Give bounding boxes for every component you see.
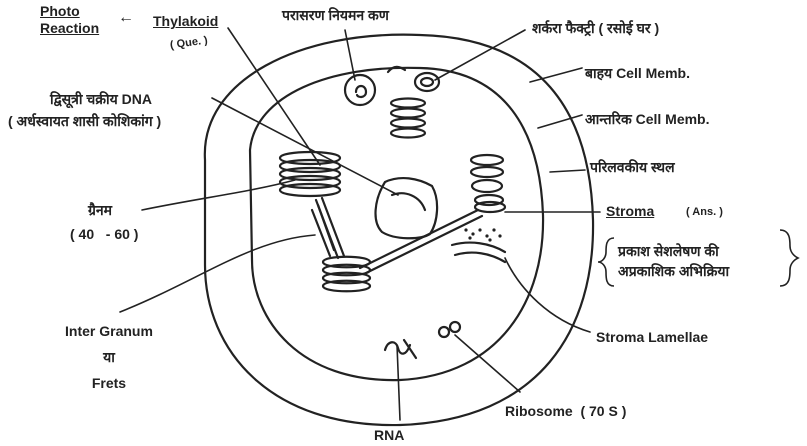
sugar-factory-label: शर्करा फैक्ट्री ( रसोई घर ) (532, 21, 659, 35)
leader-intergranum (120, 235, 315, 312)
stroma-lamellae-label: Stroma Lamellae (596, 330, 708, 344)
outer-membrane-label: बाहय Cell Memb. (585, 66, 690, 80)
inner-membrane (250, 68, 543, 380)
granum-right (471, 155, 505, 212)
semi-autonomous-label: ( अर्धस्वायत शासी कोशिकांग ) (8, 114, 161, 128)
stroma-lamella (360, 210, 478, 268)
periplastidial-space-label: परिलवकीय स्थल (590, 160, 675, 174)
osmoregulatory-body (345, 75, 375, 105)
granum-count-label: ( 40 - 60 ) (70, 227, 138, 241)
leader-peri (550, 170, 585, 172)
granum-label: ग्रैनम (88, 203, 112, 217)
stroma-dots (464, 228, 501, 241)
inter-granum-label: Inter Granum या Frets (65, 324, 153, 390)
photo-reaction-label: Photo Reaction (40, 4, 99, 35)
starch-granule (415, 73, 439, 91)
circular-dna-label: द्विसूत्री चक्रीय DNA (50, 92, 152, 106)
frets (312, 198, 344, 258)
thylakoid-label: Thylakoid (153, 14, 218, 28)
inner-membrane-label: आन्तरिक Cell Memb. (585, 112, 710, 126)
outer-membrane (205, 35, 593, 425)
brace-left (598, 238, 614, 286)
arrow-left-icon: ← (118, 10, 134, 26)
ribosome-label: Ribosome ( 70 S ) (505, 404, 626, 418)
leader-granum (142, 180, 295, 210)
small-thylakoid-stack (391, 99, 425, 138)
circular-dna (376, 178, 438, 238)
stroma-label: Stroma (606, 204, 654, 218)
leader-rna (397, 345, 400, 420)
ribosome (439, 327, 449, 337)
granum-left (280, 152, 340, 196)
dark-reaction-label: प्रकाश सेशलेषण की अप्रकाशिक अभिक्रिया (618, 244, 729, 278)
rna-label: RNA (374, 428, 404, 442)
ans-label: ( Ans. ) (686, 207, 723, 218)
osmoregulation-label: परासरण नियमन कण (282, 8, 389, 22)
leader-lamellae (505, 258, 590, 332)
brace-right (780, 230, 798, 286)
